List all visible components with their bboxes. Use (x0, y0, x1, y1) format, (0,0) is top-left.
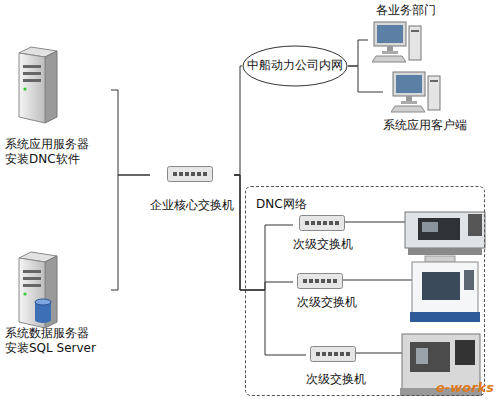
node-label: 系统应用客户端 (383, 118, 473, 133)
app-server: 系统应用服务器 安装DNC软件 (3, 45, 111, 170)
icon-holder (297, 273, 343, 293)
client-computer: 系统应用客户端 (383, 70, 473, 135)
secondary-switch: 次级交换机 (293, 213, 363, 253)
icon-holder (11, 45, 59, 129)
icon-holder (310, 346, 356, 366)
switch-icon (310, 346, 356, 362)
node-label: 企业核心交换机 (150, 198, 234, 213)
icon-holder (299, 215, 345, 235)
secondary-switch: 次级交换机 (306, 342, 376, 386)
dnc-network-group: DNC网络次级交换机次级交换机次级交换机 (245, 186, 485, 396)
connector (111, 90, 150, 175)
core-switch: 企业核心交换机 (150, 160, 234, 215)
secondary-switch: 次级交换机 (293, 269, 363, 309)
connector (234, 66, 242, 175)
switch-icon (299, 215, 345, 231)
icon-holder (391, 70, 441, 119)
intranet-ellipse: 中船动力公司内网 (242, 45, 348, 87)
node-label: 次级交换机 (306, 372, 376, 387)
connector (234, 175, 306, 355)
node-label: 系统数据服务器 安装SQL Server (5, 326, 111, 356)
connector (111, 175, 150, 290)
node-label: 次级交换机 (293, 237, 363, 252)
milling-machine (410, 256, 480, 322)
data-server: 系统数据服务器 安装SQL Server (3, 250, 111, 355)
computer-icon (372, 20, 422, 65)
connector (234, 175, 293, 290)
icon-holder (167, 166, 213, 186)
node-label: 次级交换机 (297, 295, 363, 310)
icon-holder (11, 250, 59, 334)
lathe-machine (405, 212, 485, 255)
computer-icon (391, 70, 441, 115)
server-icon (11, 45, 59, 125)
switch-icon (297, 273, 343, 289)
client-computer: 各业务部门 (368, 3, 443, 65)
switch-icon (167, 166, 213, 182)
node-label: 中船动力公司内网 (242, 58, 348, 73)
connector (348, 40, 368, 66)
connector (348, 66, 383, 92)
node-label: 各业务部门 (368, 3, 443, 18)
node-label: 系统应用服务器 安装DNC软件 (5, 137, 109, 167)
watermark: e-works (436, 380, 494, 395)
server-icon (11, 250, 59, 330)
icon-holder (372, 20, 422, 69)
connector (234, 175, 293, 290)
node-label: DNC网络 (256, 197, 336, 212)
